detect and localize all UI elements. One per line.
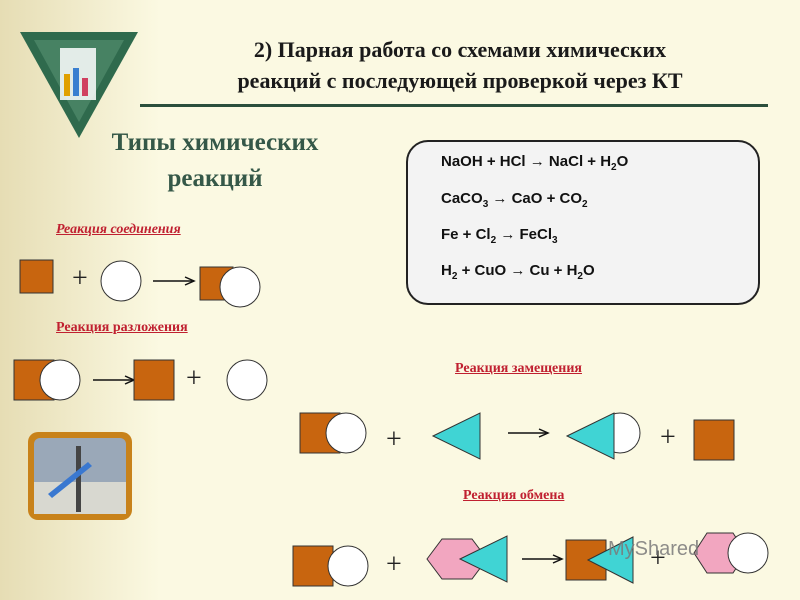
equations-box — [406, 140, 760, 305]
heading-line-1: Типы химических — [111, 129, 319, 156]
equation-1: NaOH + HCl → NaCl + H2O — [441, 153, 629, 173]
combination-label: Реакция соединения — [56, 222, 181, 237]
lab-photo — [28, 432, 132, 520]
title-line-2: реакций с последующей проверкой через КТ — [237, 68, 683, 93]
square-shape — [292, 545, 334, 587]
decomposition-label: Реакция разложения — [56, 320, 188, 335]
triangle-shape — [565, 412, 615, 460]
heading-line-2: реакций — [167, 165, 263, 192]
title-line-1: 2) Парная работа со схемами химических — [253, 37, 667, 62]
circle-shape — [226, 359, 268, 401]
arrow-head — [538, 428, 550, 438]
equation-3: Fe + Cl2 → FeCl3 — [441, 226, 558, 246]
square-shape — [693, 419, 735, 461]
plus-sign: + — [386, 549, 402, 580]
exchange-label: Реакция обмена — [463, 488, 565, 503]
circle-shape — [219, 266, 261, 308]
watermark-logo: MyShared — [608, 538, 700, 560]
circle-shape — [325, 412, 367, 454]
equation-4: H2 + CuO → Cu + H2O — [441, 262, 595, 282]
plus-sign: + — [386, 424, 402, 455]
plus-sign: + — [72, 263, 88, 294]
circle-shape — [39, 359, 81, 401]
circle-shape — [727, 532, 769, 574]
square-shape — [133, 359, 175, 401]
circle-shape — [100, 260, 142, 302]
flask-emblem — [20, 32, 138, 138]
section-heading: Типы химических реакций — [90, 125, 340, 197]
square-shape — [19, 259, 54, 294]
triangle-shape — [586, 536, 634, 584]
plus-sign: + — [650, 543, 666, 574]
triangle-shape — [458, 535, 508, 583]
equation-2: CaCO3 → CaO + CO2 — [441, 190, 588, 210]
plus-sign: + — [186, 363, 202, 394]
arrow-head — [184, 276, 196, 286]
plus-sign: + — [660, 422, 676, 453]
substitution-label: Реакция замещения — [455, 361, 582, 376]
title-divider — [140, 104, 768, 107]
arrow-head — [552, 554, 564, 564]
slide-title: 2) Парная работа со схемами химических р… — [150, 34, 770, 96]
circle-shape — [327, 545, 369, 587]
triangle-shape — [431, 412, 481, 460]
